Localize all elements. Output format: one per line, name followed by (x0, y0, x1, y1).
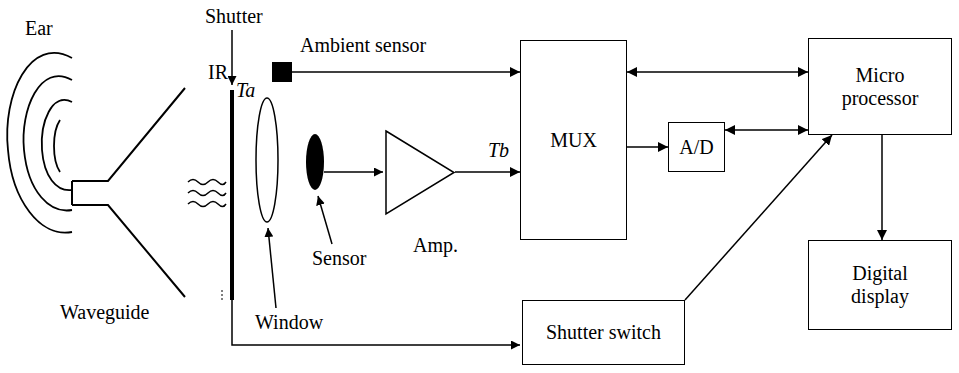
amplifier-outline (385, 130, 455, 215)
signal-wire (324, 171, 383, 173)
part-label: IR (208, 62, 228, 82)
part-label: Sensor (312, 248, 366, 268)
signal-name: Ta (236, 80, 255, 100)
signal-arrow (455, 171, 520, 173)
part-label: Waveguide (60, 302, 149, 322)
signal-arrow (627, 146, 668, 148)
node-label: Digital display (825, 262, 935, 308)
ear-drawing (7, 53, 72, 233)
amplifier-symbol: Amp. (385, 130, 455, 215)
node-label: MUX (550, 129, 597, 152)
adc-box: A/D (668, 122, 725, 172)
waveguide-horn (72, 88, 185, 297)
signal-name: Tb (488, 140, 509, 160)
node-label: Micro processor (825, 64, 935, 110)
leader-line (268, 228, 276, 308)
part-label: Ear (25, 18, 53, 38)
shutter-plate (230, 90, 234, 300)
leader-line (318, 196, 332, 244)
signal-arrow (292, 71, 520, 73)
node-label: Shutter switch (546, 321, 661, 344)
display-box: Digital display (808, 240, 952, 330)
leader-line (231, 30, 233, 85)
processor-box: Micro processor (808, 38, 952, 135)
ambient-sensor: Ambient sensor (272, 62, 292, 82)
signal-arrow (725, 129, 808, 131)
amplifier-outline (386, 131, 454, 214)
ir-waves (188, 180, 226, 207)
signal-arrow (627, 71, 808, 73)
ir-sensor (306, 134, 324, 190)
node-label: Ambient sensor (300, 34, 426, 57)
node-label: A/D (679, 136, 713, 159)
signal-arrow (881, 135, 883, 240)
part-label: Window (255, 312, 323, 332)
node-label: Amp. (413, 234, 458, 257)
part-label: Shutter (205, 6, 263, 26)
switch-box: Shutter switch (522, 300, 685, 365)
dotted-mark (222, 290, 223, 302)
mux-box: MUX (520, 40, 627, 240)
window-lens (256, 98, 278, 222)
